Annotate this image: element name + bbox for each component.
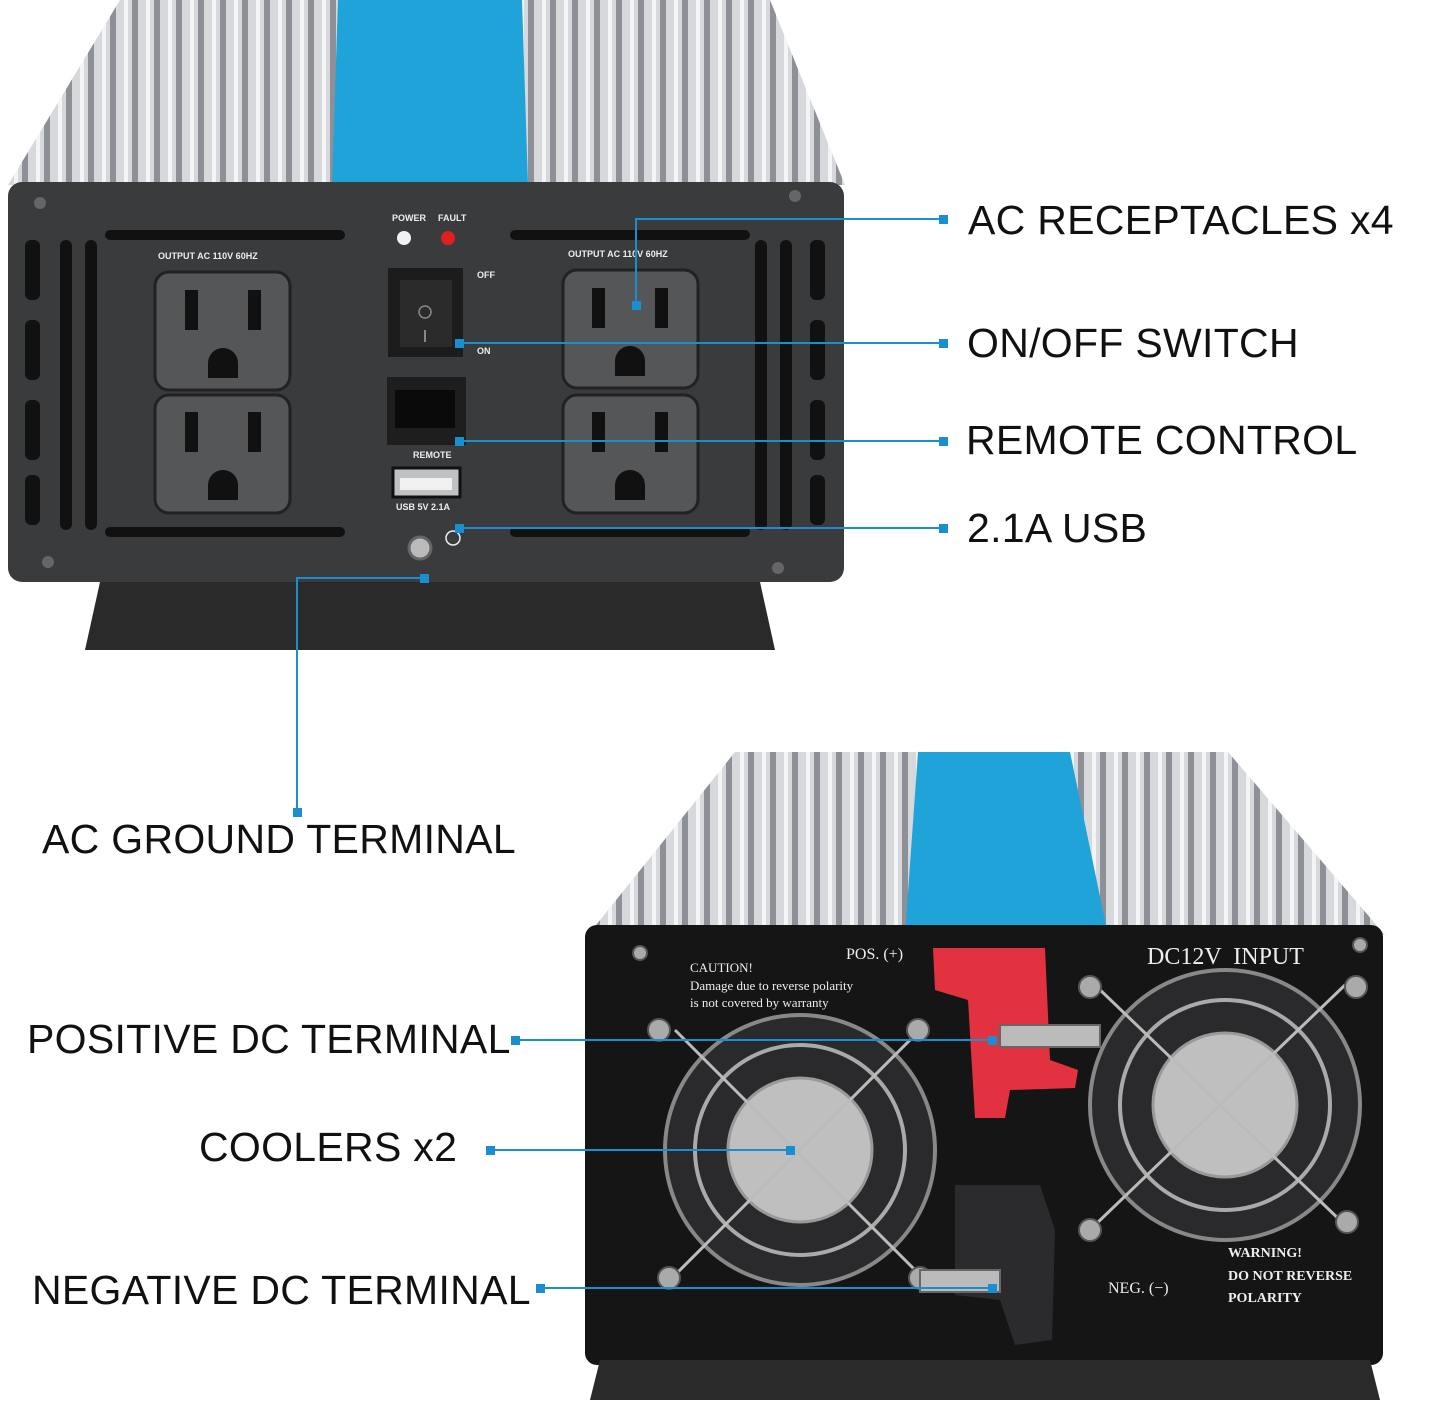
cooling-fan (1088, 968, 1362, 1242)
cooling-fan (663, 1013, 937, 1287)
pos-label: POS. (+) (846, 946, 903, 963)
callout-coolers: COOLERS x2 (199, 1124, 458, 1170)
ground-symbol-icon (445, 530, 461, 546)
neg-label: NEG. (−) (1108, 1280, 1169, 1297)
caution-title: CAUTION! (690, 960, 753, 975)
callout-dots (293, 215, 997, 1293)
warning-line1: DO NOT REVERSE (1228, 1269, 1352, 1284)
inverter-rear-view: CAUTION! Damage due to reverse polarity … (585, 752, 1385, 1400)
output-label-left: OUTPUT AC 110V 60HZ (158, 251, 258, 261)
callout-on-off-switch: ON/OFF SWITCH (967, 320, 1299, 366)
off-label: OFF (477, 270, 495, 280)
on-label: ON (477, 346, 491, 356)
top-label (905, 752, 1108, 935)
callout-lines (296, 218, 993, 1289)
usb-label: USB 5V 2.1A (396, 502, 451, 512)
callout-remote-control: REMOTE CONTROL (966, 417, 1358, 463)
ac-outlet (153, 393, 292, 515)
warning-line2: POLARITY (1228, 1291, 1302, 1306)
inverter-front-view: OUTPUT AC 110V 60HZ OUTPUT AC 110V 60HZ … (8, 0, 845, 650)
mounting-feet (590, 1360, 1380, 1400)
top-label (332, 0, 528, 185)
callout-usb: 2.1A USB (967, 505, 1148, 551)
warning-title: WARNING! (1228, 1246, 1302, 1261)
remote-label: REMOTE (413, 450, 452, 460)
callout-negative-dc-terminal: NEGATIVE DC TERMINAL (32, 1267, 531, 1313)
ac-outlet (561, 268, 700, 390)
callout-ac-ground-terminal: AC GROUND TERMINAL (42, 816, 516, 862)
caution-line1: Damage due to reverse polarity (690, 978, 854, 993)
power-led (397, 231, 411, 245)
output-label-right: OUTPUT AC 110V 60HZ (568, 249, 668, 259)
power-label: POWER (392, 213, 427, 223)
negative-terminal-cover[interactable] (955, 1185, 1055, 1345)
callout-positive-dc-terminal: POSITIVE DC TERMINAL (27, 1016, 511, 1062)
ac-outlet (153, 270, 292, 392)
vents (25, 230, 825, 537)
mounting-feet (85, 582, 775, 650)
input-label: DC12V INPUT (1147, 944, 1304, 970)
fault-label: FAULT (438, 213, 467, 223)
callout-ac-receptacles: AC RECEPTACLES x4 (968, 197, 1394, 243)
fault-led (441, 231, 455, 245)
ground-terminal (407, 535, 433, 561)
ac-outlet (561, 393, 700, 515)
caution-line2: is not covered by warranty (690, 995, 829, 1010)
